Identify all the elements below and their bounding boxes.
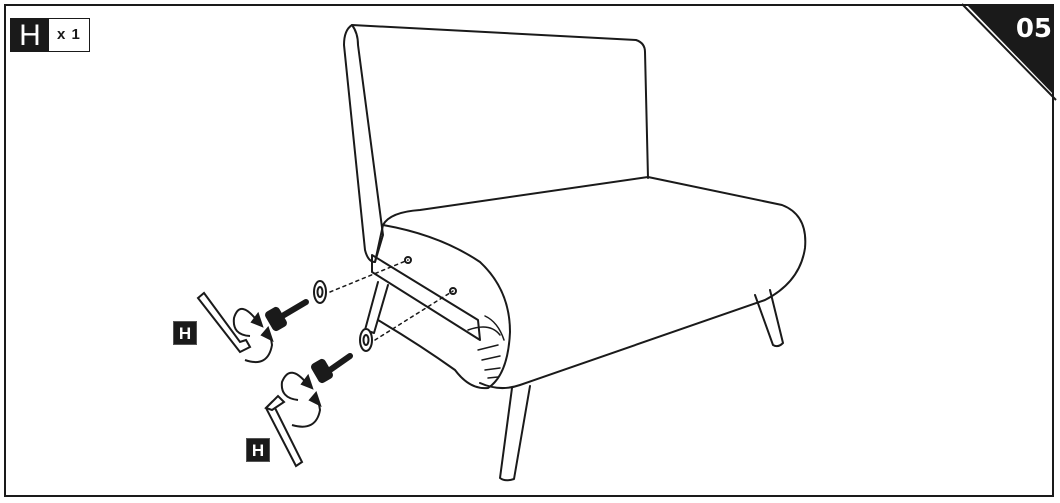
chair-backrest [343, 24, 384, 263]
instruction-frame [4, 4, 1054, 497]
tool-label-top: H [173, 321, 197, 345]
part-quantity: x 1 [57, 26, 81, 43]
chair-leg-front [499, 385, 531, 482]
allen-key-icon [196, 291, 252, 354]
chair-leg-back [364, 281, 389, 334]
tool-label-bottom: H [246, 438, 270, 462]
washer-icon [359, 328, 373, 352]
chair-leg-right [754, 289, 784, 348]
washer-icon [313, 280, 327, 304]
part-letter: H [11, 19, 49, 52]
rotate-clockwise-icon [280, 371, 322, 428]
chair-backrest-panel [351, 24, 649, 179]
bolt-icon [311, 353, 353, 384]
allen-key-icon [264, 394, 304, 468]
rotate-clockwise-icon [232, 308, 274, 364]
chair-seat [382, 176, 807, 389]
step-corner-badge [968, 6, 1054, 95]
bolt-icon [265, 299, 309, 332]
step-number: 05 [1015, 14, 1052, 44]
parts-key: H x 1 [10, 18, 90, 52]
